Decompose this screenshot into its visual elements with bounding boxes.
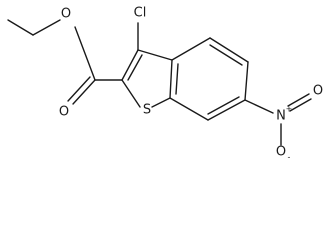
bond-c2-s — [121, 79, 141, 108]
nitro-oxygen-double-label: O — [313, 84, 323, 99]
bond-c4-c5-outer — [209, 37, 249, 63]
bond-n-o-double-a — [287, 93, 310, 107]
bond-c3a-c7a-inner — [175, 63, 179, 95]
molecule-structure: Cl O O S N + O O - — [7, 6, 323, 162]
bonds — [7, 19, 312, 146]
bond-c7-c7a — [169, 97, 209, 121]
ester-oxygen-label: O — [61, 7, 71, 22]
bond-carbonyl-double-b — [67, 76, 91, 102]
bond-s-c7a — [151, 97, 171, 108]
nitro-nitrogen-label: N — [276, 109, 286, 124]
sulfur-label: S — [143, 103, 151, 118]
bond-c6-n — [244, 99, 274, 114]
carbonyl-oxygen-label: O — [59, 105, 69, 120]
atom-labels: Cl O O S N + O O - — [59, 6, 323, 162]
bond-c2-c3-outer — [121, 49, 139, 81]
bond-c3a-c7a-outer — [169, 59, 173, 99]
nitro-oxygen-single-label: O — [276, 145, 286, 160]
bond-o-ester-carbonyl-c — [74, 26, 96, 81]
bond-carbonyl-double-a — [72, 79, 96, 105]
bond-n-o-double-b — [289, 98, 312, 112]
bond-c3-c3a — [137, 49, 173, 61]
bond-c6-c7-inner — [207, 96, 240, 115]
bond-c5-c6 — [244, 61, 249, 101]
bond-c4-c5-inner — [209, 44, 243, 66]
bond-c2-c3-inner — [127, 54, 143, 81]
nitro-oxygen-charge: - — [288, 153, 291, 162]
nitro-nitrogen-charge: + — [286, 105, 293, 114]
bond-c3a-c4 — [171, 37, 211, 61]
chlorine-label: Cl — [134, 6, 147, 21]
bond-c6-c7-outer — [207, 99, 246, 121]
bond-ch3-ch2 — [7, 19, 34, 36]
bond-ch2-o-ester — [32, 19, 61, 36]
